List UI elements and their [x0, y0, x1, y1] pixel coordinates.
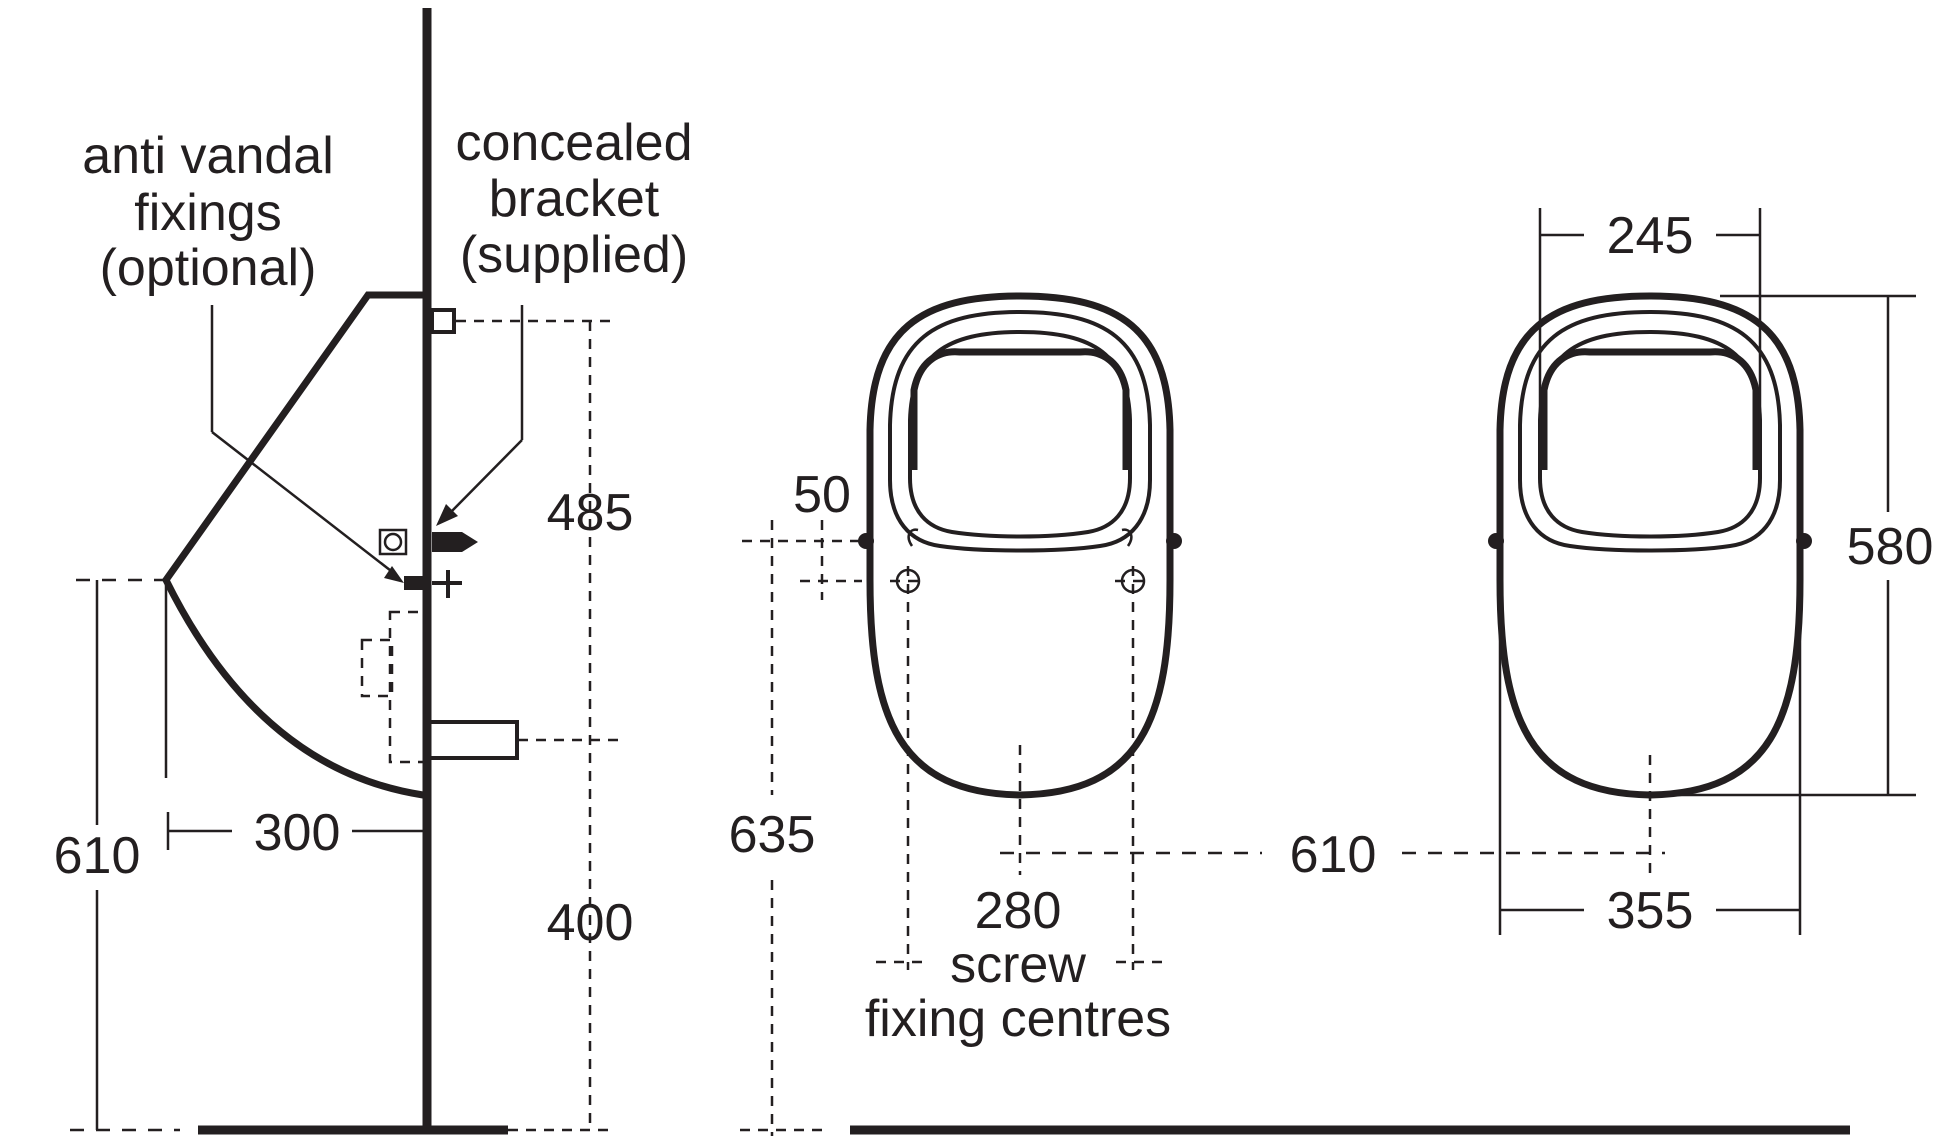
hidden-trap: [388, 610, 426, 764]
top-bracket: [430, 308, 456, 334]
waste-outlet-pipe: [425, 720, 519, 760]
callout-bracket-line1: concealed: [455, 114, 692, 172]
front-hook-right: [1121, 528, 1133, 547]
dim-400-label: 400: [547, 894, 634, 952]
hidden-trap-side: [360, 638, 394, 698]
front-rim-outer: [888, 309, 1152, 553]
rear-lug-right: [1796, 533, 1812, 549]
front-lug-left: [858, 533, 874, 549]
front-urinal-outline: [866, 292, 1174, 799]
rear-urinal-outline: [1496, 292, 1804, 799]
leader-bracket-diag: [447, 439, 523, 516]
dim-50-label: 50: [793, 466, 851, 524]
screw-caption-line3: fixing centres: [865, 990, 1171, 1048]
rear-view: 245 580 355: [1488, 207, 1933, 940]
leader-anti-vandal-arrow: [384, 566, 404, 583]
dim-355-label: 355: [1607, 882, 1694, 940]
bracket-fixing-screw: [378, 528, 478, 556]
callout-bracket-line2: bracket: [489, 170, 660, 228]
rear-rim-inner: [1538, 329, 1762, 539]
front-rim-inner: [908, 329, 1132, 539]
side-view: anti vandal fixings (optional) concealed…: [54, 8, 693, 1135]
leader-bracket-arrow: [436, 504, 458, 526]
callout-anti-vandal-line3: (optional): [100, 239, 317, 297]
dim-610-centre-label: 610: [1290, 826, 1377, 884]
dim-635-label: 635: [729, 806, 816, 864]
front-spreader: [910, 348, 1130, 470]
anti-vandal-fixing-screw: [404, 570, 462, 598]
leader-anti-vandal-diag: [211, 431, 396, 575]
callout-anti-vandal-line1: anti vandal: [82, 127, 334, 185]
dim-300-label: 300: [254, 804, 341, 862]
front-screw-left: [890, 566, 926, 970]
front-screw-right: [1115, 566, 1151, 970]
callout-bracket-line3: (supplied): [460, 226, 688, 284]
front-lug-right: [1166, 533, 1182, 549]
rear-rim-outer: [1518, 309, 1782, 553]
screw-caption-line2: screw: [950, 936, 1086, 994]
rear-spreader: [1540, 348, 1760, 470]
callout-anti-vandal-line2: fixings: [134, 184, 281, 242]
front-view: 50 635 610 280 screw fixing centres: [729, 292, 1850, 1136]
urinal-side-profile: [161, 291, 427, 799]
dim-610-label: 610: [54, 827, 141, 885]
rear-lug-left: [1488, 533, 1504, 549]
dim-245-label: 245: [1607, 207, 1694, 265]
dim-485-label: 485: [547, 484, 634, 542]
front-hook-left: [907, 528, 919, 547]
dim-280-label: 280: [975, 882, 1062, 940]
dim-580-label: 580: [1847, 518, 1934, 576]
